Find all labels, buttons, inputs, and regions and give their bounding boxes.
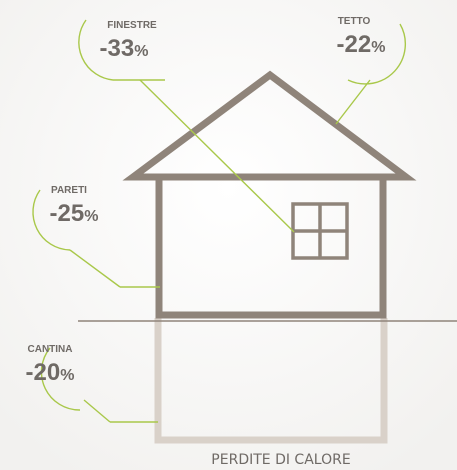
basement-walls [154, 318, 388, 444]
tetto-unit: % [371, 39, 385, 56]
diagram-caption: PERDITE DI CALORE [211, 452, 350, 468]
finestre-value: -33 [100, 35, 135, 62]
label-pareti: PARETI -25% [50, 185, 99, 227]
tetto-name: TETTO [338, 16, 371, 27]
cantina-pointer [83, 399, 111, 423]
label-finestre: FINESTRE -33% [100, 20, 158, 62]
finestre-name: FINESTRE [107, 20, 157, 31]
pareti-name: PARETI [51, 185, 87, 196]
label-tetto: TETTO -22% [337, 16, 386, 58]
tetto-pointer [335, 79, 371, 125]
leader-lines [32, 19, 407, 423]
pareti-arc [32, 189, 71, 251]
finestre-pointer [139, 79, 295, 233]
pareti-pointer [69, 249, 121, 288]
pareti-value: -25 [50, 200, 85, 227]
svg-text:-20%: -20% [26, 359, 75, 386]
finestre-arc [78, 19, 114, 81]
cantina-value: -20 [26, 359, 61, 386]
svg-text:-22%: -22% [337, 31, 386, 58]
cantina-unit: % [60, 367, 74, 384]
tetto-value: -22 [337, 31, 372, 58]
finestre-unit: % [134, 43, 148, 60]
pareti-unit: % [84, 208, 98, 225]
svg-text:-33%: -33% [100, 35, 149, 62]
roof [122, 70, 417, 181]
label-cantina: CANTINA -20% [26, 344, 75, 386]
svg-text:-25%: -25% [50, 200, 99, 227]
cantina-arc [40, 347, 81, 411]
cantina-name: CANTINA [28, 344, 73, 355]
tetto-arc [347, 23, 407, 85]
